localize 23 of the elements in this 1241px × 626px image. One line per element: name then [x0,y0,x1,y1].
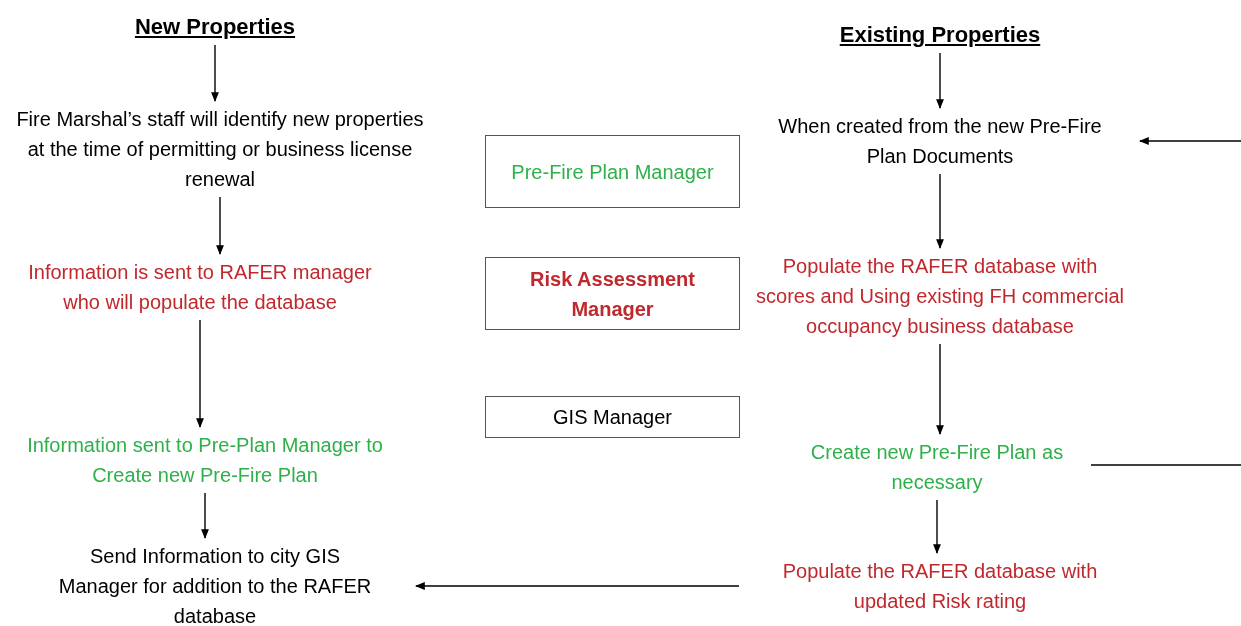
arrow [1139,137,1241,145]
arrow [936,343,944,435]
role-box: GIS Manager [485,396,740,438]
step-text: Populate the RAFER database with scores and Using existing FH commercial occupancy business database [755,251,1125,341]
arrow [936,173,944,249]
arrow [216,196,224,255]
step-text: When created from the new Pre-Fire Plan Documents [770,111,1110,171]
step-text: Fire Marshal’s staff will identify new properties at the time of permitting or business license renewal [10,104,430,194]
role-box: Pre-Fire Plan Manager [485,135,740,208]
arrow [936,52,944,109]
section-heading: New Properties [95,12,335,42]
arrow [415,582,740,590]
step-text: Information is sent to RAFER manager who will populate the database [10,257,390,317]
section-heading: Existing Properties [815,20,1065,50]
step-text: Information sent to Pre-Plan Manager to Create new Pre-Fire Plan [5,430,405,490]
arrow [201,492,209,539]
step-text: Create new Pre-Fire Plan as necessary [787,437,1087,497]
arrow [196,319,204,428]
step-text: Populate the RAFER database with updated Risk rating [745,556,1135,616]
step-text: Send Information to city GIS Manager for addition to the RAFER database [50,541,380,626]
arrow [933,499,941,554]
role-box: Risk Assessment Manager [485,257,740,330]
arrow [211,44,219,102]
